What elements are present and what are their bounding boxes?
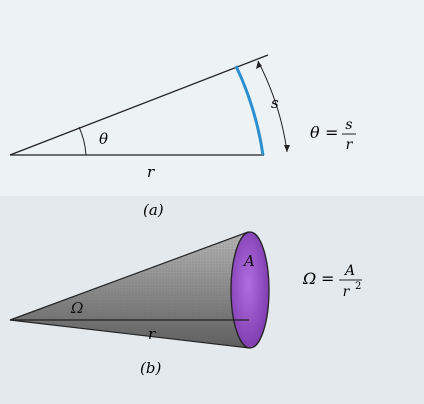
radius-label-b: r [148, 325, 156, 343]
formula-omega-equals: = [321, 269, 334, 288]
omega-label: Ω [70, 299, 83, 317]
dimension-arrow-bottom [284, 145, 290, 152]
cap-area-a [230, 231, 270, 349]
formula-theta-numerator: s [345, 117, 352, 133]
dimension-arrow-top [256, 61, 262, 69]
radius-label-a: r [147, 163, 155, 181]
angle-arc [78, 126, 87, 156]
formula-theta-equals: = [325, 123, 338, 142]
caption-a: (a) [143, 201, 164, 219]
theta-label: θ [99, 130, 108, 148]
upper-ray [9, 54, 269, 156]
formula-theta-lhs: θ [310, 123, 320, 142]
formula-omega-exponent: 2 [355, 281, 361, 292]
formula-omega-denominator: r [343, 284, 351, 300]
formula-omega-numerator: A [343, 263, 355, 279]
formula-omega-lhs: Ω [302, 269, 316, 288]
panel-b: A Ω r Ω = A r 2 (b) [9, 231, 362, 377]
area-label: A [242, 252, 255, 270]
cone-texture [10, 232, 249, 348]
panel-a-background [0, 0, 424, 196]
formula-theta-denominator: r [346, 137, 354, 153]
arc-s [234, 65, 265, 156]
arc-length-dimension [257, 60, 288, 153]
formula-theta: θ = s r [310, 117, 356, 153]
caption-b: (b) [140, 359, 161, 377]
arc-length-label: s [271, 94, 279, 112]
panel-a: θ r s θ = s r (a) [9, 54, 356, 219]
formula-omega: Ω = A r 2 [302, 263, 362, 300]
